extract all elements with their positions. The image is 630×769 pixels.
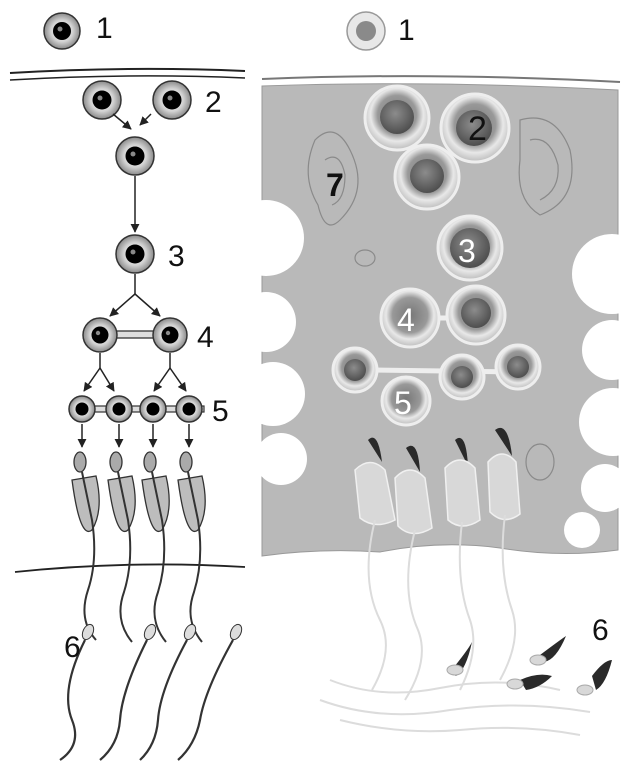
label-right-3: 3 — [458, 233, 476, 269]
spermatogonium-cell-realistic-1 — [347, 12, 385, 50]
label-right-6: 6 — [592, 614, 609, 647]
label-right-5: 5 — [394, 385, 412, 421]
label-left-4: 4 — [197, 321, 214, 354]
free-spermatozoa-left — [60, 623, 244, 760]
basement-membrane-line — [10, 69, 245, 73]
developing-sperm-group — [72, 452, 205, 642]
spermatids-row — [69, 396, 204, 447]
left-schematic: 1 2 3 4 5 6 — [10, 12, 245, 760]
label-left-2: 2 — [205, 86, 222, 119]
secondary-spermatocytes — [83, 318, 187, 391]
free-spermatozoa-right — [447, 636, 612, 695]
label-left-5: 5 — [212, 395, 229, 428]
label-right-7: 7 — [326, 167, 344, 203]
label-right-2: 2 — [468, 110, 487, 148]
spermatogonium-cell-1 — [44, 13, 80, 49]
label-right-4: 4 — [397, 302, 415, 338]
label-left-6: 6 — [64, 631, 81, 664]
label-right-1: 1 — [398, 14, 415, 47]
label-left-3: 3 — [168, 240, 185, 273]
label-left-1: 1 — [96, 12, 113, 45]
spermatogonia-pair — [83, 81, 191, 232]
primary-spermatocyte — [110, 235, 160, 316]
right-histology-illustration: 1 2 3 4 5 6 7 — [228, 12, 630, 735]
